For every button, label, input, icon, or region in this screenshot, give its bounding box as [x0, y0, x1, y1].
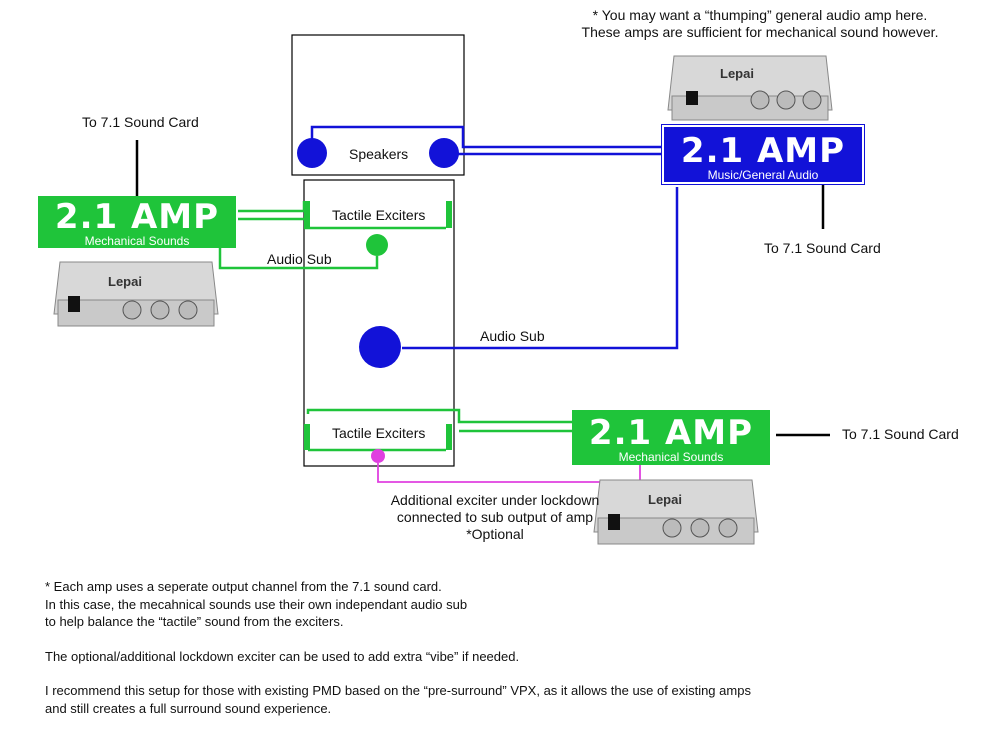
bottom-exciter-wire-a: [306, 408, 572, 424]
amp-left-subtitle: Mechanical Sounds: [84, 234, 190, 248]
exciter-wire-a: [238, 201, 306, 213]
knob-volume: [802, 90, 822, 110]
optional-exciter-line1: Additional exciter under lockdown: [390, 492, 600, 508]
amp-device-bottom: Lepai: [593, 479, 759, 545]
sound-card-label-right: To 7.1 Sound Card: [764, 240, 881, 256]
amp-bottom-subtitle: Mechanical Sounds: [618, 450, 724, 464]
optional-exciter-line3: *Optional: [466, 526, 524, 542]
footnote-2: The optional/additional lockdown exciter…: [45, 648, 520, 664]
audio-sub-music-label: Audio Sub: [480, 328, 545, 344]
exciter-bar-tr: [446, 201, 452, 228]
sound-card-label-bottom: To 7.1 Sound Card: [842, 426, 959, 442]
footnote-1-line2: In this case, the mecahnical sounds use …: [45, 596, 468, 612]
exciter-bars: [304, 201, 452, 450]
footnote-1-line3: to help balance the “tactile” sound from…: [45, 614, 344, 629]
music-sub-driver: [359, 326, 401, 368]
top-note: * You may want a “thumping” general audi…: [560, 7, 960, 41]
knob-treble: [750, 90, 770, 110]
amp-bottom: 2.1 AMP Mechanical Sounds: [572, 410, 770, 465]
backbox-outline: [291, 34, 465, 176]
optional-exciter-driver: [371, 449, 385, 463]
amp-bottom-title: 2.1 AMP: [588, 413, 754, 453]
amp-music-title: 2.1 AMP: [680, 131, 846, 171]
cabinet-outline: [303, 179, 455, 467]
svg-text:Lepai: Lepai: [720, 66, 754, 81]
amp-music: 2.1 AMP Music/General Audio: [664, 127, 862, 182]
amp-left: 2.1 AMP Mechanical Sounds: [38, 196, 236, 248]
sound-card-wires: [135, 140, 830, 437]
audio-sub-mech-label: Audio Sub: [267, 251, 332, 267]
sound-card-label-left: To 7.1 Sound Card: [82, 114, 199, 130]
amp-device-music: Lepai: [667, 55, 833, 121]
svg-text:Lepai: Lepai: [648, 492, 682, 507]
speaker-wire-1: [310, 125, 664, 149]
knob-bass: [690, 518, 710, 538]
power-switch: [686, 91, 698, 105]
optional-exciter-wire: [377, 463, 641, 483]
amp-device-left: Lepai: [53, 261, 219, 327]
optional-exciter-line2: connected to sub output of amp: [396, 509, 594, 525]
knob-treble: [122, 300, 142, 320]
power-switch: [68, 296, 80, 312]
speaker-wires: [310, 125, 679, 350]
mech-sub-driver: [366, 234, 388, 256]
footnote-1-line1: * Each amp uses a seperate output channe…: [45, 579, 442, 594]
speaker-left-driver: [297, 138, 327, 168]
knob-treble: [662, 518, 682, 538]
top-note-line2: These amps are sufficient for mechanical…: [581, 24, 939, 40]
footnote-3-line1: I recommend this setup for those with ex…: [45, 683, 751, 698]
speaker-right-driver: [429, 138, 459, 168]
mech-sub-wire: [218, 248, 379, 270]
amp-music-subtitle: Music/General Audio: [707, 168, 819, 182]
amp-left-title: 2.1 AMP: [54, 197, 220, 237]
exciter-bar-br: [446, 424, 452, 450]
knob-volume: [718, 518, 738, 538]
music-sub-wire: [402, 187, 679, 350]
footnote-3-line2: and still creates a full surround sound …: [45, 700, 332, 716]
speakers-label: Speakers: [349, 146, 409, 162]
knob-bass: [776, 90, 796, 110]
exciter-bar-bl: [304, 424, 310, 450]
tactile-exciters-top-label: Tactile Exciters: [332, 207, 426, 223]
top-note-line1: * You may want a “thumping” general audi…: [592, 7, 928, 23]
svg-text:Lepai: Lepai: [108, 274, 142, 289]
tactile-exciters-bottom-label: Tactile Exciters: [332, 425, 426, 441]
optional-exciter-note: Additional exciter under lockdown connec…: [375, 492, 615, 543]
knob-volume: [178, 300, 198, 320]
knob-bass: [150, 300, 170, 320]
footnotes: * Each amp uses a seperate output channe…: [45, 578, 751, 717]
power-switch: [608, 514, 620, 530]
exciter-bar-tl: [304, 201, 310, 228]
